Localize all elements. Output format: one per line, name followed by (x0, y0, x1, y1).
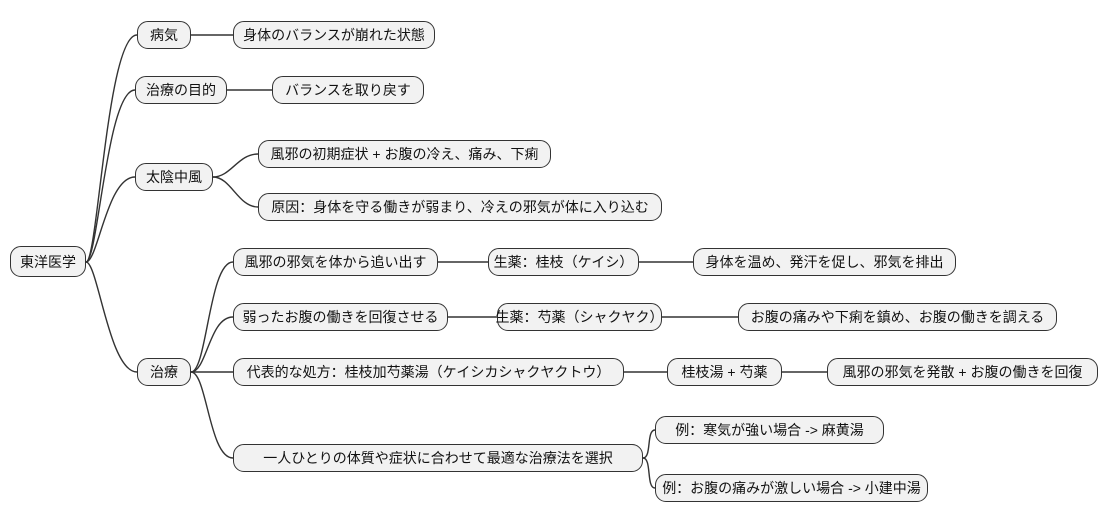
node-herb-keishi: 生薬：桂枝（ケイシ） (488, 248, 639, 276)
node-taiin-symptoms: 風邪の初期症状 + お腹の冷え、痛み、下痢 (258, 140, 551, 168)
edge-root-treatment-goal (85, 89, 136, 263)
node-tailored-selection: 一人ひとりの体質や症状に合わせて最適な治療法を選択 (233, 444, 643, 472)
edge-taiin-symptoms (212, 153, 259, 178)
node-treatment: 治療 (137, 358, 191, 386)
edge-taiin-cause (212, 176, 259, 208)
node-illness-def: 身体のバランスが崩れた状態 (233, 21, 435, 49)
node-example-severe-pain: 例：お腹の痛みが激しい場合 -> 小建中湯 (655, 474, 928, 502)
node-example-strong-chill: 例：寒気が強い場合 -> 麻黄湯 (655, 416, 884, 444)
node-herb-shakuyaku: 生薬：芍薬（シャクヤク） (496, 303, 664, 331)
edge-root-illness (85, 34, 138, 263)
node-prescription: 代表的な処方：桂枝加芍薬湯（ケイシカシャクヤクトウ） (233, 358, 624, 386)
edge-selection-example2 (642, 457, 656, 489)
node-expel-evil: 風邪の邪気を体から追い出す (233, 248, 438, 276)
node-taiin-chufu: 太陰中風 (135, 163, 213, 191)
edge-root-treatment (85, 261, 138, 373)
edge-treatment-selection (190, 371, 234, 459)
node-treatment-goal: 治療の目的 (135, 76, 227, 104)
node-illness: 病気 (137, 21, 191, 49)
edge-treatment-expel (190, 261, 234, 373)
node-treatment-goal-def: バランスを取り戻す (272, 76, 424, 104)
node-keishi-effect: 身体を温め、発汗を促し、邪気を排出 (693, 248, 956, 276)
node-shakuyaku-effect: お腹の痛みや下痢を鎮め、お腹の働きを調える (738, 303, 1057, 331)
node-composition-effect: 風邪の邪気を発散 + お腹の働きを回復 (827, 358, 1098, 386)
edge-root-taiin-chufu (85, 176, 136, 263)
node-root: 東洋医学 (10, 246, 86, 277)
node-recover-stomach: 弱ったお腹の働きを回復させる (233, 303, 448, 331)
node-taiin-cause: 原因：身体を守る働きが弱まり、冷えの邪気が体に入り込む (258, 193, 662, 221)
edge-treatment-recover (190, 316, 234, 373)
edge-selection-example1 (642, 429, 656, 459)
node-composition: 桂枝湯 + 芍薬 (667, 358, 782, 386)
